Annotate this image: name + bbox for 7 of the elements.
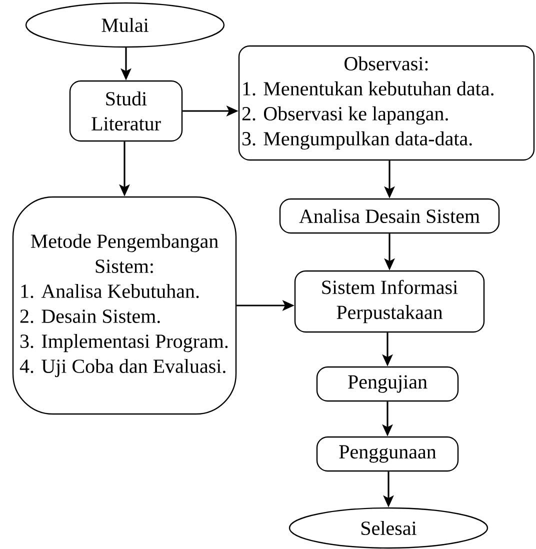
process-box: Pengujian <box>316 366 459 402</box>
process-box: Sistem Informasi Perpustakaan <box>294 270 485 333</box>
process-box: Penggunaan <box>316 436 459 472</box>
process-box: Metode Pengembangan Sistem: 1. Analisa Kebutuhan. 2. Desain Sistem. 3. Implementasi Program. 4. Uji Coba dan Evaluasi. <box>12 196 237 415</box>
process-box: Analisa Desain Sistem <box>279 198 500 234</box>
process-box: Observasi: 1. Menentukan kebutuhan data. 2. Observasi ke lapangan. 3. Mengumpulkan data-data. <box>238 45 535 161</box>
process-box: Studi Literatur <box>69 80 183 142</box>
